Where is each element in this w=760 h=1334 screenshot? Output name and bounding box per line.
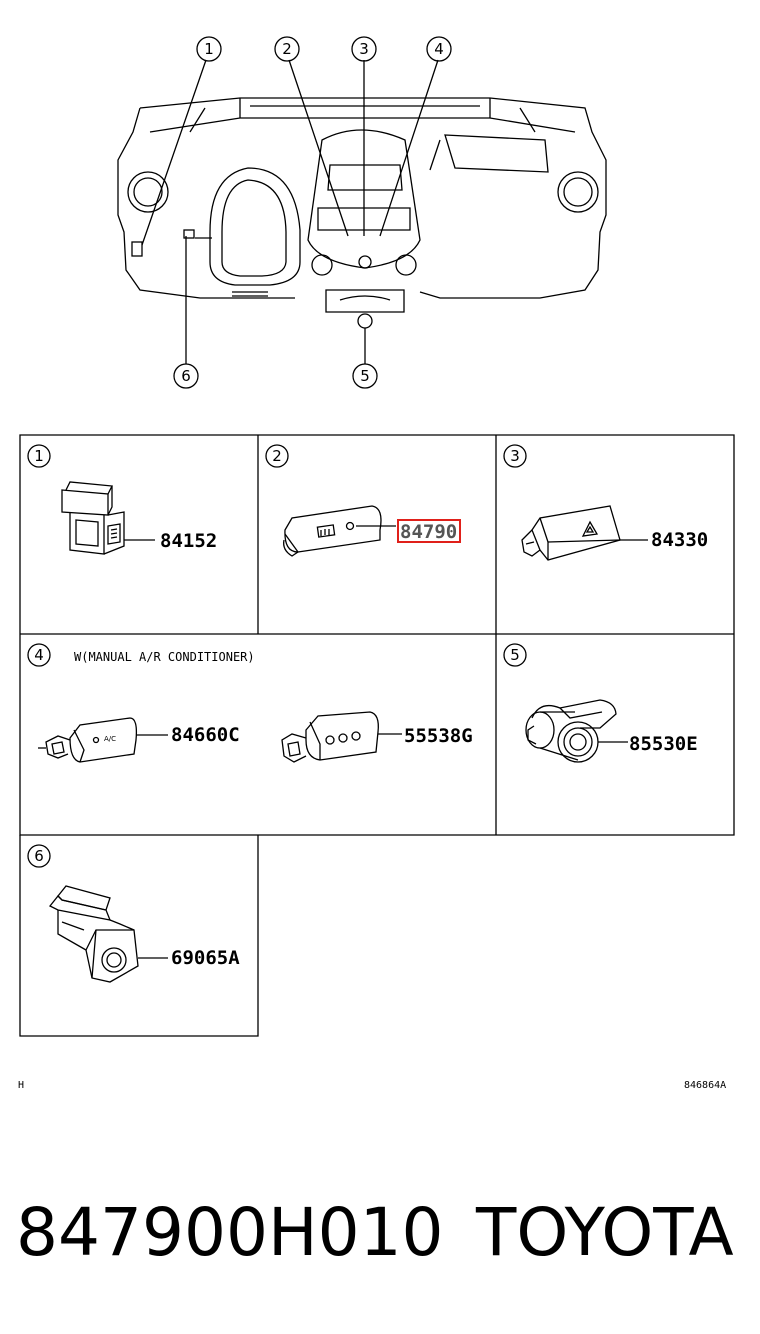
part-label-69065A[interactable]: 69065A (171, 947, 240, 969)
part-labels: 84152 84790 84330 84660C 55538G 85530E 6… (160, 521, 708, 969)
cell-number: 6 (34, 847, 44, 865)
cell-number: 1 (34, 447, 44, 465)
dashboard-overview-drawing (117, 59, 607, 364)
callout-number: 3 (359, 40, 369, 58)
callout-number: 2 (282, 40, 292, 58)
part-label-84330[interactable]: 84330 (651, 529, 708, 551)
footer-brand: TOYOTA (476, 1194, 734, 1271)
callout-number: 6 (181, 367, 191, 385)
callout-number: 4 (434, 40, 444, 58)
cell-number: 5 (510, 646, 520, 664)
part-84660C-drawing (38, 717, 168, 763)
part-55538G-drawing (281, 711, 402, 763)
part-85530E-drawing (525, 699, 628, 763)
cell-number: 4 (34, 646, 44, 664)
part-label-84660C[interactable]: 84660C (171, 724, 240, 746)
part-69065A-drawing (48, 885, 168, 983)
parts-grid (19, 434, 735, 1037)
cell-number: 3 (510, 447, 520, 465)
diagram-code-right: 846864A (684, 1080, 727, 1091)
callout-number: 1 (204, 40, 214, 58)
overview-callout-numbers: 1 2 3 4 5 6 (181, 40, 444, 385)
cell-4-condition-note: W(MANUAL A/R CONDITIONER) (74, 650, 255, 664)
footer-part-number: 847900H010 (16, 1194, 444, 1271)
callout-number: 5 (360, 367, 370, 385)
overview-callouts (173, 36, 452, 389)
part-84330-drawing (521, 505, 648, 561)
diagram-code-left: H (18, 1080, 25, 1091)
part-label-85530E[interactable]: 85530E (629, 733, 698, 755)
part-label-84152[interactable]: 84152 (160, 530, 217, 552)
ac-switch-label: A/C (104, 735, 116, 743)
part-label-84790[interactable]: 84790 (400, 521, 457, 543)
part-84790-drawing (283, 505, 396, 557)
part-84152-drawing (61, 481, 155, 555)
cell-numbers: 1 2 3 4 5 6 (34, 447, 520, 865)
cell-number: 2 (272, 447, 282, 465)
part-label-55538G[interactable]: 55538G (404, 725, 473, 747)
part-84790-highlight-box (397, 519, 461, 543)
